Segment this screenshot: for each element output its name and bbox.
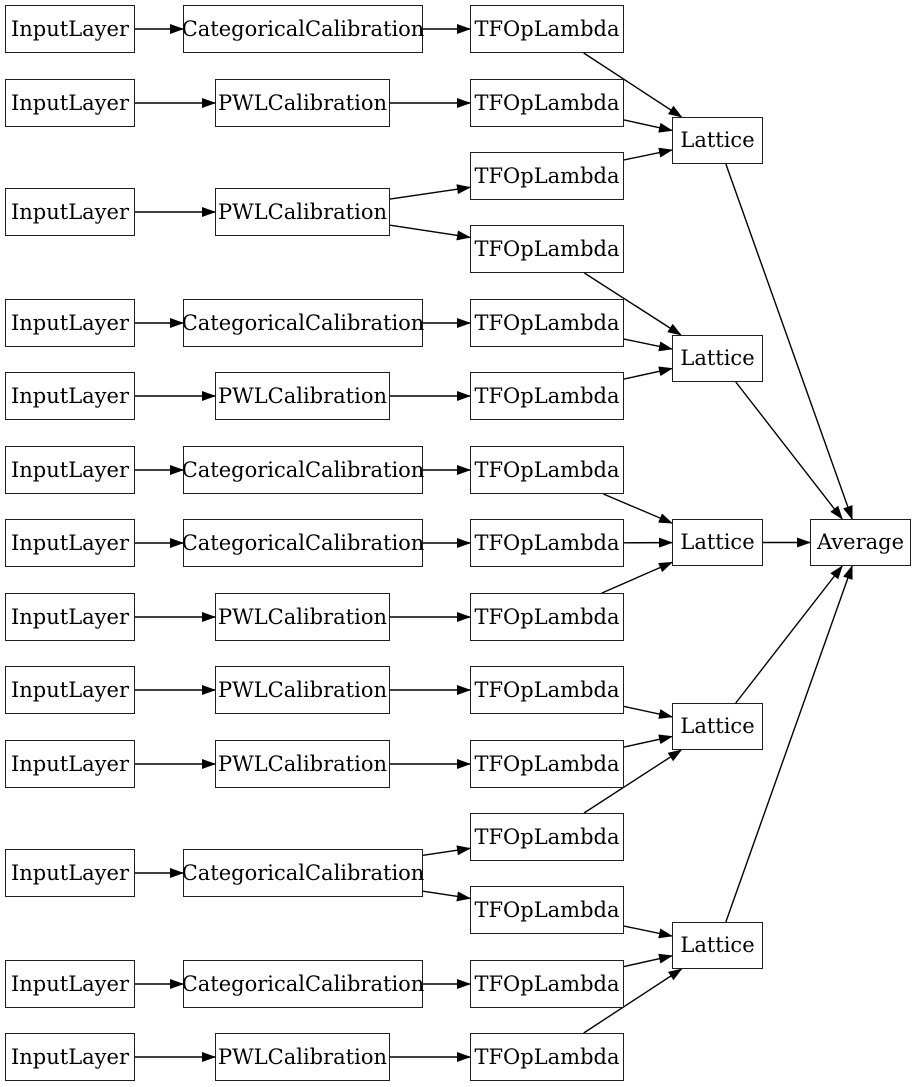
- node-tfoplambda-1: TFOpLambda: [470, 5, 624, 53]
- edge-tfoplambda-9-to-lattice-3: [601, 561, 673, 594]
- node-categoricalcalibration-3: CategoricalCalibration: [182, 446, 424, 494]
- node-pwlcalibration-4: PWLCalibration: [215, 593, 390, 641]
- edge-tfoplambda-13-to-lattice-5: [623, 925, 673, 939]
- node-pwlcalibration-3: PWLCalibration: [215, 372, 390, 420]
- node-tfoplambda-9: TFOpLambda: [470, 593, 624, 641]
- node-categoricalcalibration-4: CategoricalCalibration: [182, 519, 424, 567]
- edge-tfoplambda-15-to-lattice-5: [583, 968, 683, 1034]
- node-lattice-4: Lattice: [672, 703, 763, 750]
- node-inputlayer-1: InputLayer: [5, 5, 135, 53]
- edge-lattice-1-to-average: [725, 163, 853, 520]
- node-inputlayer-6: InputLayer: [5, 446, 135, 494]
- node-inputlayer-3: InputLayer: [5, 188, 135, 236]
- edge-tfoplambda-4-to-lattice-2: [583, 272, 682, 336]
- edge-tfoplambda-14-to-lattice-5: [623, 953, 673, 968]
- node-tfoplambda-11: TFOpLambda: [470, 740, 624, 788]
- node-pwlcalibration-6: PWLCalibration: [215, 740, 390, 788]
- node-lattice-2: Lattice: [672, 335, 763, 382]
- node-categoricalcalibration-5: CategoricalCalibration: [182, 849, 424, 897]
- node-inputlayer-2: InputLayer: [5, 79, 135, 127]
- node-lattice-1: Lattice: [672, 117, 763, 164]
- node-tfoplambda-7: TFOpLambda: [470, 446, 624, 494]
- node-categoricalcalibration-2: CategoricalCalibration: [182, 299, 424, 347]
- edge-tfoplambda-11-to-lattice-4: [623, 734, 673, 748]
- node-tfoplambda-6: TFOpLambda: [470, 372, 624, 420]
- edge-categoricalcalibration-5-to-tfoplambda-13: [422, 890, 471, 902]
- node-tfoplambda-14: TFOpLambda: [470, 960, 624, 1008]
- node-tfoplambda-12: TFOpLambda: [470, 813, 624, 861]
- node-inputlayer-7: InputLayer: [5, 519, 135, 567]
- node-average: Average: [810, 519, 911, 566]
- node-tfoplambda-2: TFOpLambda: [470, 79, 624, 127]
- node-inputlayer-4: InputLayer: [5, 299, 135, 347]
- node-lattice-5: Lattice: [672, 922, 763, 969]
- edge-tfoplambda-2-to-lattice-1: [623, 119, 673, 133]
- node-tfoplambda-8: TFOpLambda: [470, 519, 624, 567]
- node-lattice-3: Lattice: [672, 519, 763, 566]
- node-tfoplambda-5: TFOpLambda: [470, 299, 624, 347]
- node-pwlcalibration-7: PWLCalibration: [215, 1033, 390, 1081]
- node-inputlayer-8: InputLayer: [5, 593, 135, 641]
- node-tfoplambda-13: TFOpLambda: [470, 886, 624, 934]
- node-tfoplambda-3: TFOpLambda: [470, 152, 624, 200]
- edge-tfoplambda-6-to-lattice-2: [623, 366, 673, 380]
- edge-pwlcalibration-2-to-tfoplambda-4: [389, 224, 471, 241]
- node-inputlayer-12: InputLayer: [5, 960, 135, 1008]
- node-categoricalcalibration-6: CategoricalCalibration: [182, 960, 424, 1008]
- edge-tfoplambda-1-to-lattice-1: [583, 52, 683, 118]
- edge-lattice-4-to-average: [735, 565, 843, 704]
- edge-lattice-5-to-average: [725, 565, 853, 923]
- edge-tfoplambda-12-to-lattice-4: [583, 749, 683, 814]
- edge-pwlcalibration-2-to-tfoplambda-3: [389, 184, 471, 200]
- node-categoricalcalibration-1: CategoricalCalibration: [182, 5, 424, 53]
- node-pwlcalibration-2: PWLCalibration: [215, 188, 390, 236]
- edge-tfoplambda-5-to-lattice-2: [623, 338, 673, 352]
- node-pwlcalibration-5: PWLCalibration: [215, 666, 390, 714]
- node-inputlayer-10: InputLayer: [5, 740, 135, 788]
- edge-tfoplambda-10-to-lattice-4: [623, 705, 673, 719]
- node-tfoplambda-4: TFOpLambda: [470, 225, 624, 273]
- node-tfoplambda-10: TFOpLambda: [470, 666, 624, 714]
- edge-lattice-2-to-average: [735, 381, 843, 520]
- node-inputlayer-13: InputLayer: [5, 1033, 135, 1081]
- node-pwlcalibration-1: PWLCalibration: [215, 79, 390, 127]
- edge-tfoplambda-7-to-lattice-3: [603, 493, 673, 524]
- edge-categoricalcalibration-5-to-tfoplambda-12: [422, 845, 471, 856]
- node-tfoplambda-15: TFOpLambda: [470, 1033, 624, 1081]
- node-inputlayer-5: InputLayer: [5, 372, 135, 420]
- edge-tfoplambda-3-to-lattice-1: [623, 147, 673, 161]
- node-inputlayer-9: InputLayer: [5, 666, 135, 714]
- node-inputlayer-11: InputLayer: [5, 849, 135, 897]
